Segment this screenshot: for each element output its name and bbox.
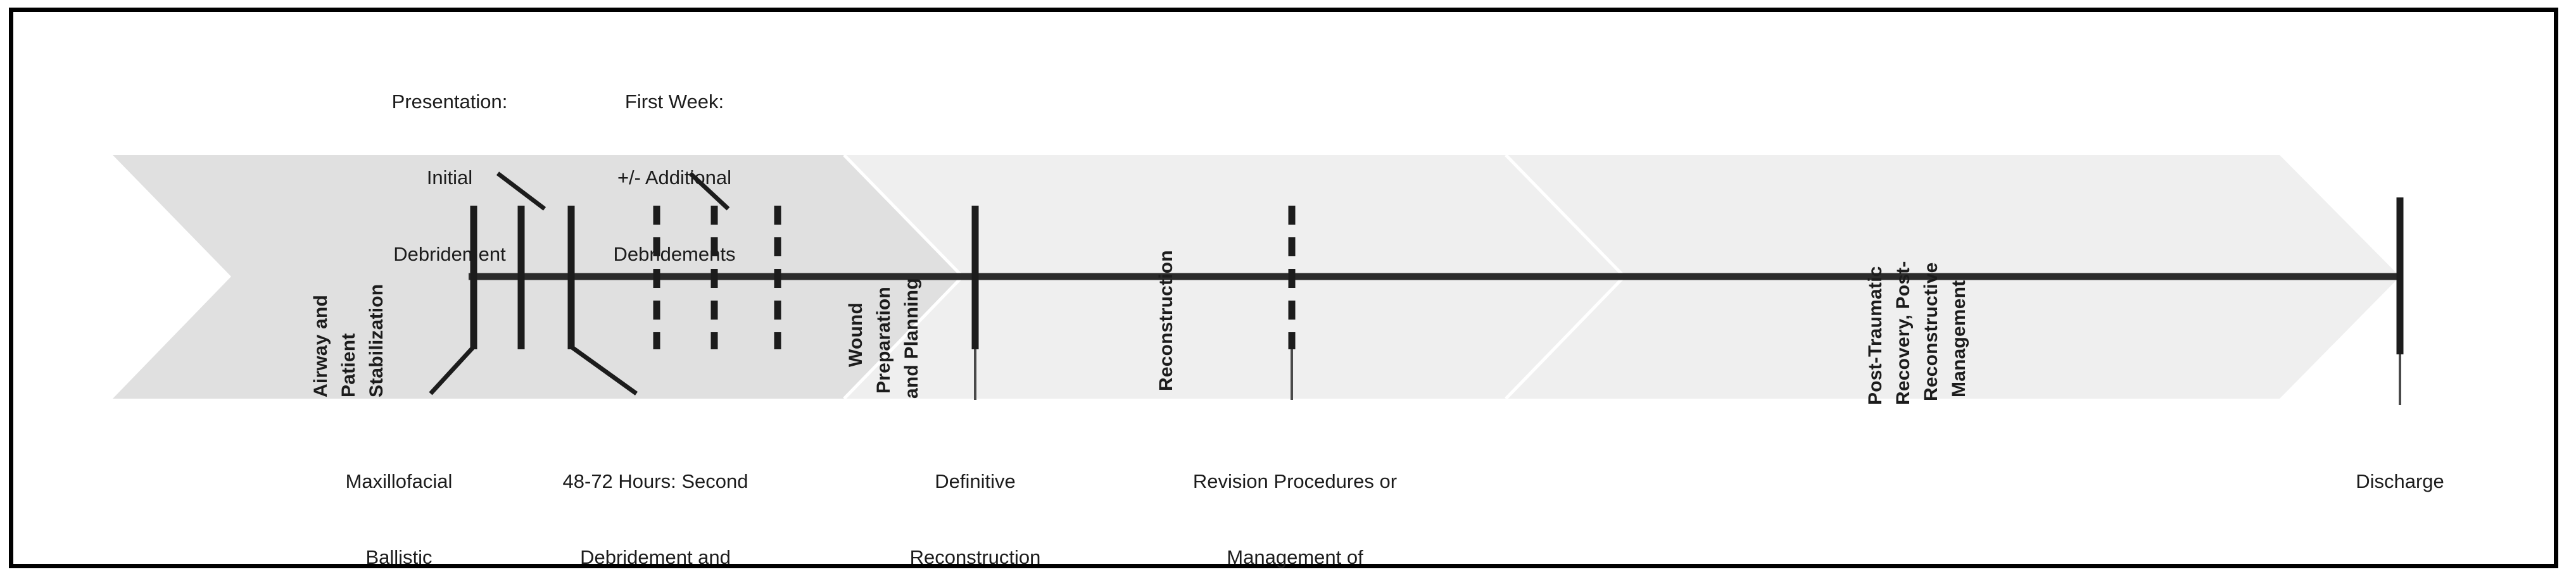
callout-line: Ballistic [365, 546, 432, 569]
tick-extensions [974, 349, 2401, 405]
phase-label-line: Post-Traumatic [1865, 266, 1886, 405]
callout-line: Presentation: [391, 90, 508, 113]
callout-line: Revision Procedures or [1192, 470, 1398, 492]
phase-label-line: and Planning [901, 278, 922, 399]
phase-label-line: Wound [845, 302, 866, 367]
callout-first-week-additional-debridements: First Week: +/- Additional Debridements [567, 38, 782, 318]
leader-maxillofacial-ballistic-trauma [429, 345, 476, 395]
callout-line: Maxillofacial [345, 470, 453, 492]
phase-label-line: Management [1948, 280, 1969, 397]
leader-first-week-additional-debridements [688, 171, 730, 211]
leader-lines [429, 171, 730, 395]
phase-label-line: Preparation [873, 287, 894, 394]
callout-line: Management of [1227, 546, 1363, 569]
phase-label-reconstruction: Reconstruction [1133, 158, 1228, 399]
callout-line: Reconstruction [909, 546, 1041, 569]
leader-second-debridement-temporary-fixation [569, 345, 638, 395]
timeline-ticks [470, 197, 2404, 354]
callout-discharge: Discharge [2311, 418, 2489, 545]
phase-label-line: Patient [338, 333, 359, 397]
callout-line: Discharge [2356, 470, 2444, 492]
leader-presentation-initial-debridement [496, 171, 546, 211]
callout-line: Debridement and [580, 546, 731, 569]
callout-line: Debridements [613, 243, 736, 266]
callout-maxillofacial-ballistic-trauma: Maxillofacial Ballistic Trauma [298, 418, 500, 579]
callout-line: +/- Additional [617, 166, 732, 189]
phase-label-line: Airway and [310, 294, 331, 397]
phase-label-line: Recovery, Post- [1893, 261, 1914, 405]
callout-definitive-reconstruction: Definitive Reconstruction [868, 418, 1083, 579]
phase-label-line: Reconstruction [1156, 250, 1177, 391]
callout-line: Initial [426, 166, 473, 189]
callout-second-debridement-temporary-fixation: 48-72 Hours: Second Debridement and Temp… [507, 418, 804, 579]
callout-revision-procedures: Revision Procedures or Management of Com… [1114, 418, 1475, 579]
callout-line: First Week: [624, 90, 724, 113]
callout-presentation-initial-debridement: Presentation: Initial Debridement [345, 38, 554, 318]
callout-line: 48-72 Hours: Second [562, 470, 748, 492]
phase-label-post-traumatic-recovery: Post-Traumatic Recovery, Post- Reconstru… [1843, 158, 2033, 405]
callout-line: Definitive [935, 470, 1016, 492]
callout-line: Debridement [393, 243, 506, 266]
phase-label-wound-preparation: Wound Preparation and Planning [823, 158, 982, 399]
phase-label-line: Reconstructive [1921, 262, 1941, 401]
